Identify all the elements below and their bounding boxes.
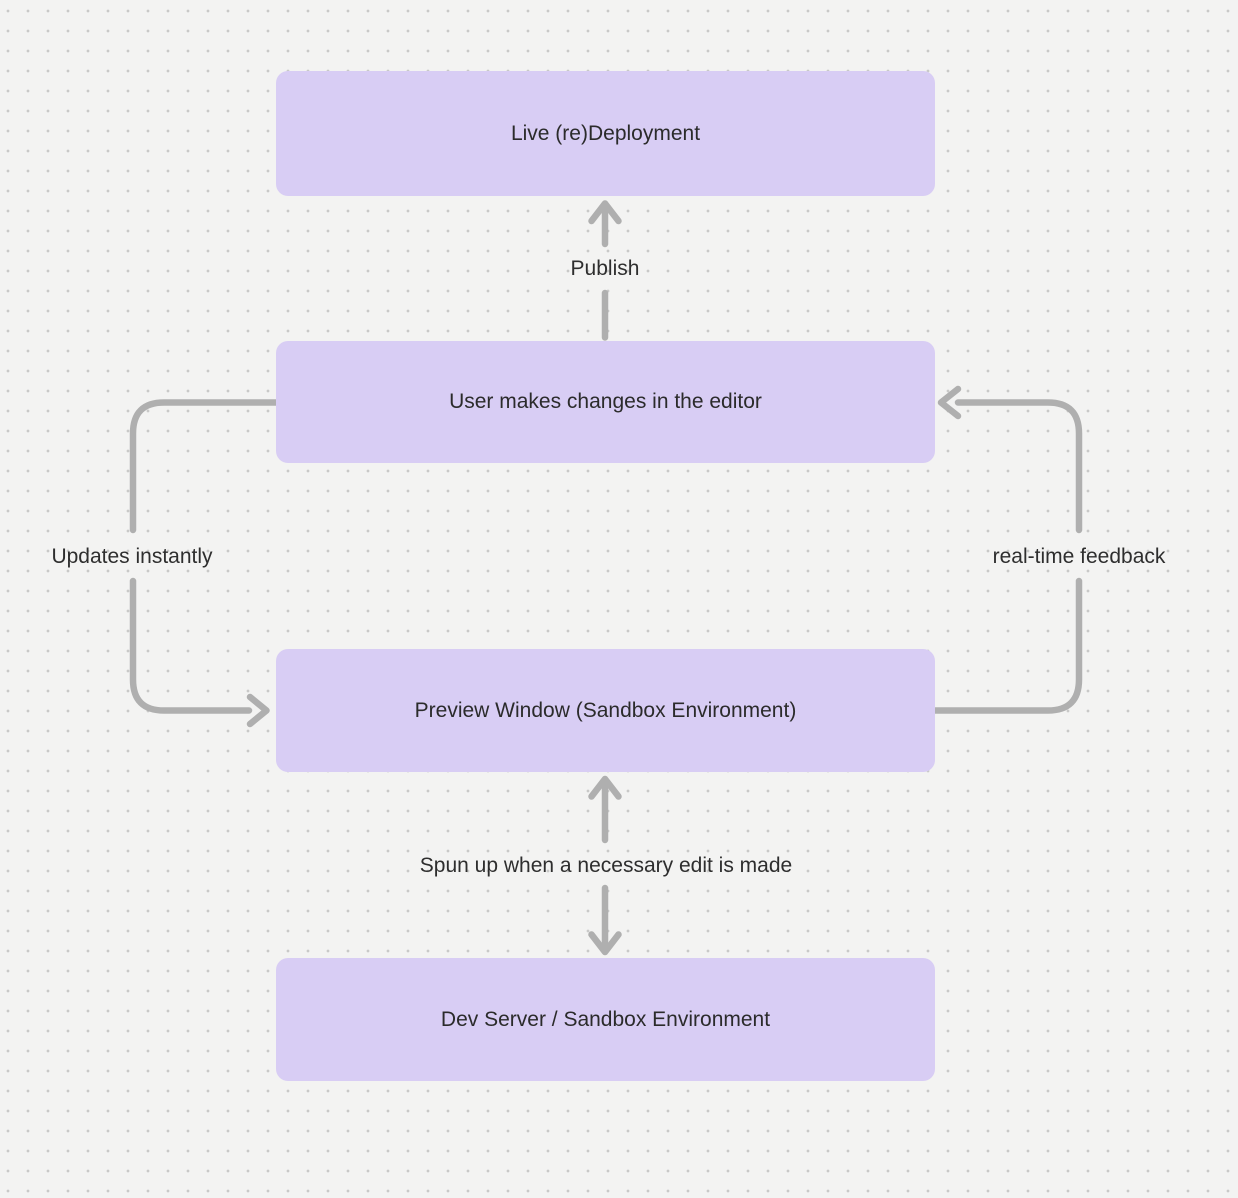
node-live-deployment-label: Live (re)Deployment xyxy=(510,121,701,145)
node-preview-window: Preview Window (Sandbox Environment) xyxy=(276,649,935,772)
node-live-deployment: Live (re)Deployment xyxy=(276,71,935,196)
edge-publish-arrowhead-up xyxy=(588,200,622,225)
edge-updates-line-upper xyxy=(129,399,281,534)
edge-label-real-time-feedback: real-time feedback xyxy=(992,545,1166,568)
edge-feedback-arrowhead-left xyxy=(937,385,962,420)
node-preview-window-label: Preview Window (Sandbox Environment) xyxy=(414,698,797,722)
node-editor-label: User makes changes in the editor xyxy=(449,390,762,413)
edge-updates-line-lower xyxy=(129,577,253,714)
node-editor: User makes changes in the editor xyxy=(276,341,935,463)
node-dev-server-label: Dev Server / Sandbox Environment xyxy=(440,1007,771,1031)
edge-label-publish: Publish xyxy=(570,257,640,280)
node-dev-server: Dev Server / Sandbox Environment xyxy=(276,958,935,1081)
edge-feedback-line-lower xyxy=(931,577,1083,714)
edge-spunup-arrowhead-down xyxy=(588,931,622,956)
edge-spunup-arrowhead-up xyxy=(588,775,622,800)
edge-feedback-line-upper xyxy=(954,399,1083,534)
edge-label-spun-up: Spun up when a necessary edit is made xyxy=(419,854,793,877)
edge-updates-arrowhead-right xyxy=(246,693,270,728)
edge-label-updates-instantly: Updates instantly xyxy=(51,545,213,568)
